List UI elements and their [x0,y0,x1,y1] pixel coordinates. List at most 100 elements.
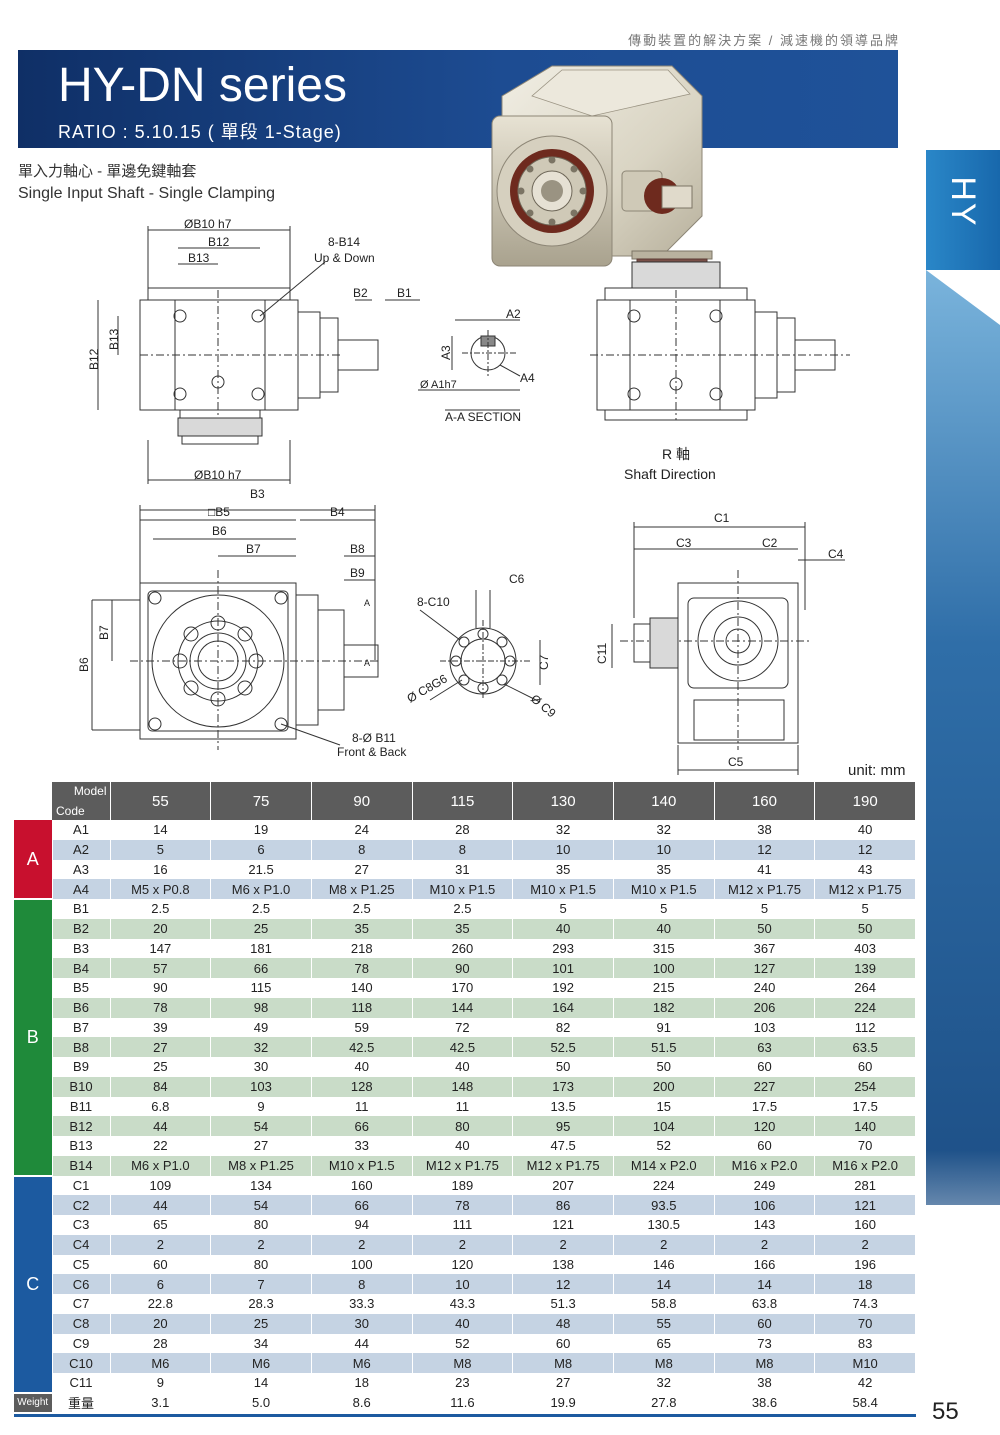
row-code: B8 [52,1037,111,1057]
table-cell: M12 x P1.75 [412,1155,514,1176]
table-cell: 14 [613,1274,715,1294]
row-code: A4 [52,879,111,899]
table-cell: 106 [714,1195,816,1215]
table-cell: 23 [412,1373,514,1393]
table-cell: 15 [613,1096,715,1117]
table-cell: 5 [512,899,614,919]
table-cell: 66 [210,958,312,978]
table-cell: 34 [210,1333,312,1354]
table-cell: M12 x P1.75 [814,879,916,899]
table-cell: 144 [412,997,514,1018]
description-english: Single Input Shaft - Single Clamping [18,185,276,202]
label-shaft-direction: Shaft Direction [624,466,716,482]
table-cell: 30 [210,1057,312,1077]
table-cell: 27 [110,1037,212,1057]
table-cell: 173 [512,1076,614,1097]
table-cell: M6 [210,1353,312,1373]
table-cell: 91 [613,1017,715,1038]
table-cell: 2 [714,1234,816,1255]
row-code: C10 [52,1353,111,1373]
table-cell: M10 x P1.5 [311,1155,413,1176]
table-cell: 40 [412,1313,514,1334]
row-code: C9 [52,1333,111,1354]
table-cell: 100 [311,1254,413,1275]
table-cell: 8 [412,839,514,860]
label-b6-top: B6 [212,524,227,538]
table-cell: M12 x P1.75 [512,1155,614,1176]
table-cell: 28 [412,820,514,840]
table-cell: 66 [311,1195,413,1215]
table-cell: 13.5 [512,1096,614,1117]
table-cell: 19 [210,820,312,840]
table-cell: 11 [412,1096,514,1117]
table-cell: 22.8 [110,1294,212,1314]
table-cell: 33 [311,1136,413,1156]
row-code: C11 [52,1373,111,1393]
table-cell: 138 [512,1254,614,1275]
label-a3: A3 [439,345,453,360]
side-tab-label: HY [944,176,983,228]
table-cell: 52.5 [512,1037,614,1057]
table-cell: 63 [714,1037,816,1057]
label-b5: □B5 [208,505,230,519]
table-cell: 42.5 [311,1037,413,1057]
weight-cell: 58.4 [814,1392,916,1413]
table-cell: 227 [714,1076,816,1097]
row-code: C8 [52,1313,111,1334]
row-code: B7 [52,1017,111,1038]
table-cell: 17.5 [814,1096,916,1117]
table-cell: 63.8 [714,1294,816,1314]
table-cell: 78 [311,958,413,978]
table-cell: 5 [613,899,715,919]
row-code: B2 [52,918,111,939]
label-up-down: Up & Down [314,251,375,265]
label-b10h7-top: ØB10 h7 [184,217,232,231]
table-cell: 27 [210,1136,312,1156]
table-cell: M5 x P0.8 [110,879,212,899]
model-header: 140 [613,782,715,820]
table-cell: 65 [110,1215,212,1235]
table-cell: 50 [814,918,916,939]
table-cell: 264 [814,978,916,998]
label-b10h7-bottom: ØB10 h7 [194,468,242,482]
row-code: B4 [52,958,111,978]
label-c5: C5 [728,755,744,769]
table-cell: 139 [814,958,916,978]
label-a4: A4 [520,371,535,385]
table-cell: 21.5 [210,859,312,880]
header-band [18,50,898,148]
row-code: C2 [52,1195,111,1215]
table-cell: M6 x P1.0 [210,879,312,899]
model-header: 160 [714,782,816,820]
table-cell: 27 [311,859,413,880]
table-cell: 6 [110,1274,212,1294]
label-a2: A2 [506,307,521,321]
table-cell: 2.5 [311,899,413,919]
weight-code: 重量 [52,1392,111,1413]
table-cell: 90 [412,958,514,978]
table-cell: 12 [814,839,916,860]
row-code: C7 [52,1294,111,1314]
table-cell: M6 [110,1353,212,1373]
table-cell: 39 [110,1017,212,1038]
label-b2: B2 [353,286,368,300]
table-cell: 140 [814,1116,916,1136]
table-cell: 9 [110,1373,212,1393]
row-code: B3 [52,938,111,959]
table-cell: M12 x P1.75 [714,879,816,899]
table-cell: 40 [412,1136,514,1156]
table-cell: 128 [311,1076,413,1097]
table-cell: 101 [512,958,614,978]
table-cell: 50 [613,1057,715,1077]
dimension-drawing: ØB10 h7 B12 B13 8-B14 Up & Down B2 B1 B1… [77,217,850,775]
table-cell: 181 [210,938,312,959]
table-cell: M10 x P1.5 [412,879,514,899]
table-cell: 52 [613,1136,715,1156]
table-cell: 70 [814,1136,916,1156]
